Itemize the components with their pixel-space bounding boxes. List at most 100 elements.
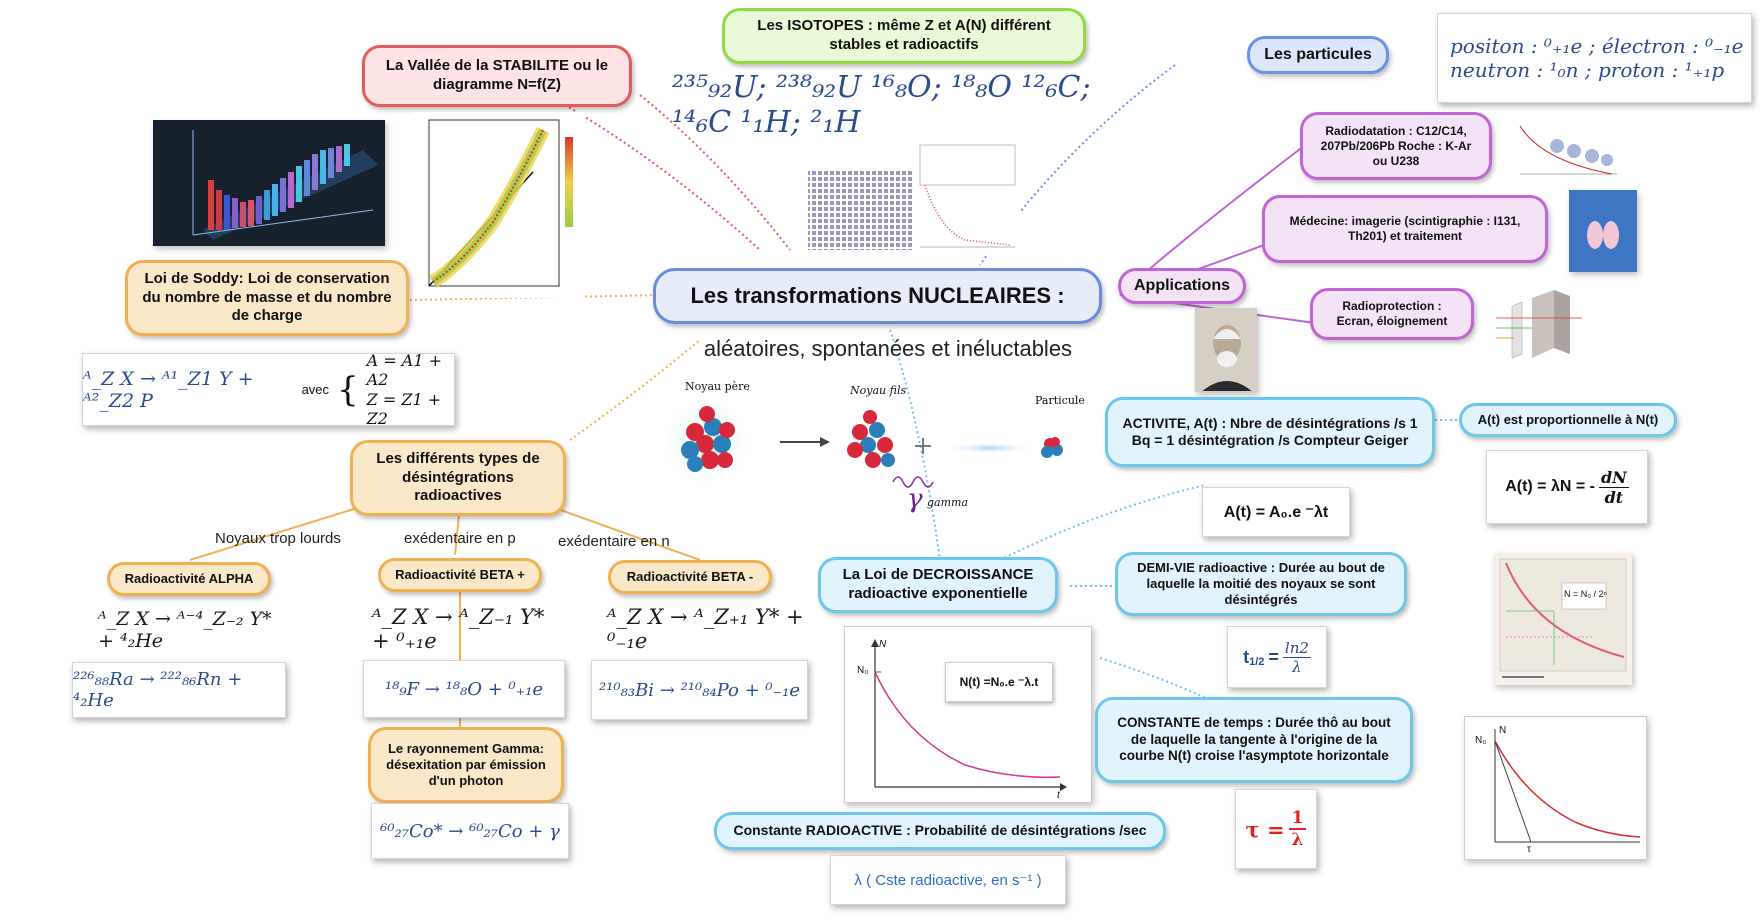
link-types — [569, 339, 701, 441]
prop-fraction: dN dt — [1598, 467, 1629, 507]
link-loi — [999, 484, 1206, 561]
halflife-plot: N = N₀ / 2ⁿ — [1494, 553, 1632, 685]
particules-text: Les particules — [1264, 46, 1372, 63]
soddy-avec: avec — [301, 382, 330, 397]
betam-text: Radioactivité BETA - — [626, 568, 754, 584]
demivie-text: DEMI-VIE radioactive : Durée au bout de … — [1137, 559, 1385, 608]
tau-fraction: 1 λ — [1288, 808, 1307, 850]
decay-curve-box: N(t) =N₀.e ⁻λ.t N N₀ t — [844, 626, 1092, 803]
lambda-unit-box: λ ( Cste radioactive, en s⁻¹ ) — [830, 855, 1066, 905]
noyau-fils-label: Noyau fils — [850, 384, 907, 397]
central-subtitle: aléatoires, spontanées et inéluctables — [703, 336, 1073, 361]
central-title-node[interactable]: Les transformations NUCLEAIRES : — [653, 268, 1102, 324]
soddy-formula: ᴬ_Z X → ᴬ¹_Z1 Y + ᴬ²_Z2 P — [83, 367, 254, 412]
equals-sign: = — [1268, 646, 1279, 667]
gamma-word: gamma — [927, 496, 969, 509]
alpha-node[interactable]: Radioactivité ALPHA — [107, 562, 271, 596]
betam-node[interactable]: Radioactivité BETA - — [608, 560, 772, 594]
betam-example-box: ²¹⁰₈₃Bi → ²¹⁰₈₄Po + ⁰₋₁e — [591, 660, 808, 720]
branch-alpha-label: Noyaux trop lourds — [215, 530, 341, 547]
demivie-fraction: ln2 λ — [1282, 638, 1311, 676]
vallee-node[interactable]: La Vallée de la STABILITE ou le diagramm… — [362, 45, 632, 107]
nt-formula-box: N(t) =N₀.e ⁻λ.t — [945, 662, 1053, 702]
isotopes-node[interactable]: Les ISOTOPES : même Z et A(N) différent … — [722, 8, 1086, 64]
particules-node[interactable]: Les particules — [1247, 36, 1389, 74]
brace-icon: { — [337, 369, 359, 410]
radiodatation-node[interactable]: Radiodatation : C12/C14, 207Pb/206Pb Roc… — [1300, 112, 1492, 180]
tau-formula-box: τ = 1 λ — [1235, 789, 1317, 869]
radioprotection-node[interactable]: Radioprotection : Ecran, éloignement — [1310, 288, 1474, 340]
decay-illustration: Noyau père Noyau fils Particule γ gamma — [655, 372, 1085, 522]
radioprotection-image — [1492, 288, 1592, 360]
types-node[interactable]: Les différents types de désintégrations … — [350, 440, 566, 516]
soddy-equations: A = A1 + A2 Z = Z1 + Z2 — [367, 351, 454, 428]
gamma-symbol: γ — [907, 484, 923, 514]
prop-node[interactable]: A(t) est proportionnelle à N(t) — [1459, 403, 1677, 437]
nuclide-chart-image — [800, 135, 1020, 255]
soddy-eq2: Z = Z1 + Z2 — [366, 389, 442, 428]
demivie-formula-box: t 1/2 = ln2 λ — [1227, 626, 1327, 688]
halflife-drawing — [1494, 553, 1632, 685]
tau-drawing — [1494, 729, 1641, 843]
soddy-node[interactable]: Loi de Soddy: Loi de conservation du nom… — [125, 260, 409, 336]
particules-row-2: neutron : ¹₀n ; proton : ¹₊₁p — [1450, 58, 1725, 82]
constante-radio-node[interactable]: Constante RADIOACTIVE : Probabilité de d… — [714, 812, 1166, 850]
demivie-node[interactable]: DEMI-VIE radioactive : Durée au bout de … — [1115, 552, 1407, 616]
gamma-example-box: ⁶⁰₂₇Co* → ⁶⁰₂₇Co + γ — [371, 803, 569, 859]
valley-3d-drawing — [153, 120, 385, 246]
decay-curve-drawing — [871, 639, 1067, 791]
decay-drawing — [659, 394, 1063, 490]
tau-axis-n: N — [1499, 725, 1507, 736]
particules-row-1: positon : ⁰₊₁e ; électron : ⁰₋₁e — [1450, 34, 1744, 58]
vallee-text: La Vallée de la STABILITE ou le diagramm… — [385, 57, 609, 93]
betap-text: Radioactivité BETA + — [395, 566, 525, 582]
constante-temps-text: CONSTANTE de temps : Durée thô au bout d… — [1117, 714, 1391, 764]
branch-betap-label: exédentaire en p — [404, 530, 516, 547]
link-vallee — [529, 84, 761, 251]
noyau-pere-label: Noyau père — [685, 380, 750, 393]
tau-plot: N₀ N τ — [1464, 716, 1647, 860]
alpha-example-box: ²²⁶₈₈Ra → ²²²₈₆Rn + ⁴₂He — [72, 662, 286, 718]
daughter-nucleus — [847, 410, 895, 468]
central-title: Les transformations NUCLEAIRES : — [690, 283, 1065, 309]
betap-example-box: ¹⁸₉F → ¹⁸₈O + ⁰₊₁e — [363, 660, 565, 718]
medecine-node[interactable]: Médecine: imagerie (scintigraphie : I131… — [1262, 195, 1548, 263]
applications-node[interactable]: Applications — [1118, 268, 1246, 304]
applications-text: Applications — [1133, 277, 1230, 294]
betam-general-formula: ᴬ_Z X → ᴬ_Z₊₁ Y* + ⁰₋₁e — [607, 605, 804, 653]
nt-axis-n0: N₀ — [857, 665, 869, 676]
valley-nz-plot — [413, 112, 585, 298]
tau-axis-tau: τ — [1527, 844, 1531, 855]
constante-temps-node[interactable]: CONSTANTE de temps : Durée thô au bout d… — [1095, 697, 1413, 783]
activite-formula-box: A(t) = A₀.e ⁻λt — [1202, 487, 1350, 537]
nt-axis-t: t — [1057, 790, 1060, 801]
prop-formula-box: A(t) = λN = - dN dt — [1486, 450, 1648, 524]
particule-label: Particule — [1035, 394, 1085, 407]
datation-image — [1512, 116, 1624, 180]
soddy-text: Loi de Soddy: Loi de conservation du nom… — [142, 269, 392, 325]
gamma-node[interactable]: Le rayonnement Gamma: désexitation par é… — [368, 727, 564, 803]
datation-drawing — [1519, 125, 1617, 175]
halflife-formula: N = N₀ / 2ⁿ — [1564, 589, 1607, 599]
link-isotopes — [639, 94, 791, 251]
alpha-text: Radioactivité ALPHA — [124, 570, 254, 586]
radioprotection-drawing — [1496, 290, 1582, 359]
parent-nucleus — [681, 406, 735, 472]
link-center-down — [889, 329, 941, 561]
radioprotection-text: Radioprotection : Ecran, éloignement — [1336, 299, 1448, 328]
activite-node[interactable]: ACTIVITE, A(t) : Nbre de désintégrations… — [1105, 397, 1435, 467]
isotopes-text: Les ISOTOPES : même Z et A(N) différent … — [757, 17, 1051, 53]
betap-node[interactable]: Radioactivité BETA + — [378, 558, 542, 592]
prop-text: A(t) est proportionnelle à N(t) — [1477, 411, 1659, 427]
scintigraphy-image — [1569, 190, 1637, 272]
branch-betam-label: exédentaire en n — [558, 533, 670, 550]
alpha-general-formula: ᴬ_Z X → ᴬ⁻⁴_Z₋₂ Y* + ⁴₂He — [98, 608, 272, 652]
nt-axis-n: N — [879, 639, 887, 650]
types-text: Les différents types de désintégrations … — [376, 449, 540, 505]
particules-formula-box: positon : ⁰₊₁e ; électron : ⁰₋₁e neutron… — [1437, 13, 1752, 103]
becquerel-portrait — [1195, 308, 1257, 392]
loi-node[interactable]: La Loi de DECROISSANCE radioactive expon… — [818, 557, 1058, 613]
activite-text: ACTIVITE, A(t) : Nbre de désintégrations… — [1122, 414, 1418, 449]
isotopes-formula: ²³⁵₉₂U; ²³⁸₉₂U ¹⁶₈O; ¹⁸₈O ¹²₆C; ¹⁴₆C ¹₁H… — [672, 70, 1091, 140]
link-particules — [979, 64, 1176, 266]
